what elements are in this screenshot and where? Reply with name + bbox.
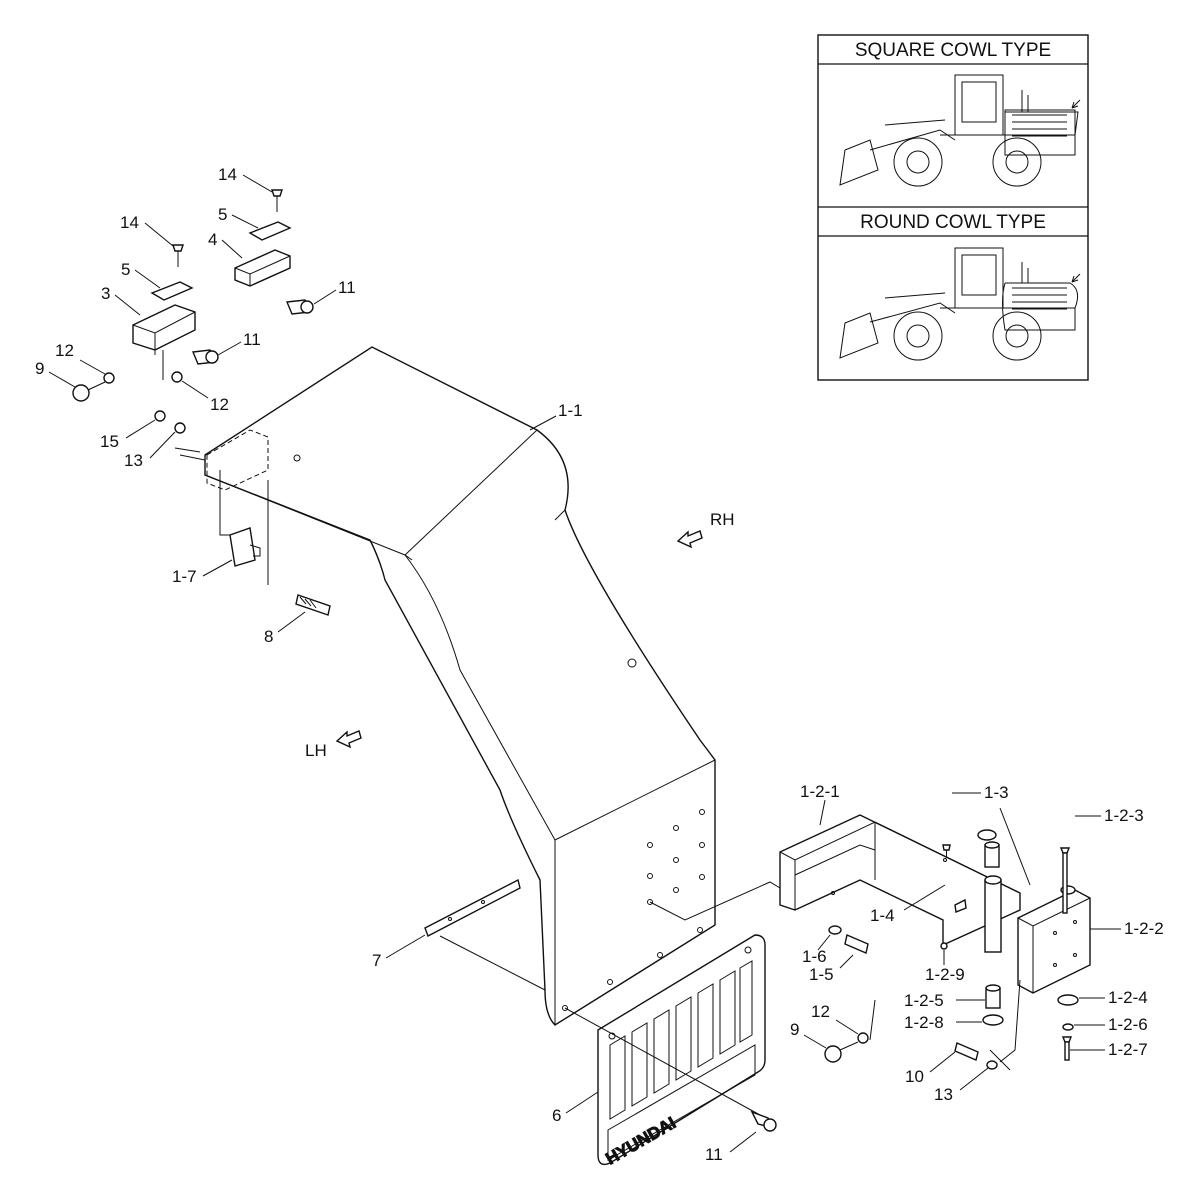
callout-1-6: 1-6 — [802, 947, 827, 966]
round-cowl-title: ROUND COWL TYPE — [860, 212, 1046, 233]
cowl-type-inset: SQUARE COWL TYPE ROUND COWL TYPE — [817, 34, 1089, 381]
rh-label: RH — [710, 510, 735, 529]
callout-6: 6 — [552, 1106, 561, 1125]
callout-5: 5 — [121, 260, 130, 279]
callout-15: 15 — [100, 432, 119, 451]
callout-14: 14 — [120, 213, 139, 232]
callout-14: 14 — [218, 165, 237, 184]
callout-3: 3 — [101, 284, 110, 303]
callout-1-2-6: 1-2-6 — [1108, 1015, 1148, 1034]
clip-1-7 — [219, 470, 261, 567]
callout-1-4: 1-4 — [870, 906, 895, 925]
callout-11: 11 — [338, 278, 356, 297]
callout-13: 13 — [124, 451, 143, 470]
callout-8: 8 — [264, 627, 273, 646]
callout-1-2-5: 1-2-5 — [904, 991, 944, 1010]
callout-1-2-9: 1-2-9 — [925, 965, 965, 984]
callout-11: 11 — [243, 330, 261, 349]
fender-1-1 — [204, 346, 716, 1026]
callout-1-2-8: 1-2-8 — [904, 1013, 944, 1032]
callout-1-3: 1-3 — [984, 783, 1009, 802]
callout-1-2-1: 1-2-1 — [800, 782, 840, 801]
callout-5: 5 — [218, 205, 227, 224]
callout-1-5: 1-5 — [809, 965, 834, 984]
lh-label: LH — [305, 741, 327, 760]
callout-9: 9 — [35, 359, 44, 378]
square-cowl-title: SQUARE COWL TYPE — [855, 40, 1051, 61]
callout-11: 11 — [705, 1145, 723, 1164]
stay-bar-7 — [424, 878, 546, 991]
callout-12: 12 — [811, 1002, 830, 1021]
callout-7: 7 — [372, 951, 381, 970]
direction-arrow-lh: LH — [305, 730, 362, 760]
round-cowl-loader-illustration — [839, 247, 1081, 361]
callout-1-1: 1-1 — [558, 401, 583, 420]
callout-4: 4 — [208, 230, 217, 249]
bolt-8 — [267, 480, 331, 616]
direction-arrow-rh: RH — [676, 510, 735, 549]
callout-labels: 14 14 5 5 4 3 11 11 12 12 9 15 1 — [35, 165, 1164, 1164]
square-cowl-loader-illustration — [839, 74, 1081, 187]
hinge-bracket-1-2 — [649, 807, 1091, 1071]
callout-1-2-2: 1-2-2 — [1124, 919, 1164, 938]
callout-12: 12 — [210, 395, 229, 414]
callout-1-2-4: 1-2-4 — [1108, 988, 1148, 1007]
callout-13: 13 — [934, 1085, 953, 1104]
callout-12: 12 — [55, 341, 74, 360]
callout-10: 10 — [905, 1067, 924, 1086]
bracket-assembly-top — [72, 189, 314, 461]
callout-9: 9 — [790, 1020, 799, 1039]
callout-1-2-7: 1-2-7 — [1108, 1040, 1148, 1059]
callout-1-2-3: 1-2-3 — [1104, 806, 1144, 825]
callout-1-7: 1-7 — [172, 567, 197, 586]
